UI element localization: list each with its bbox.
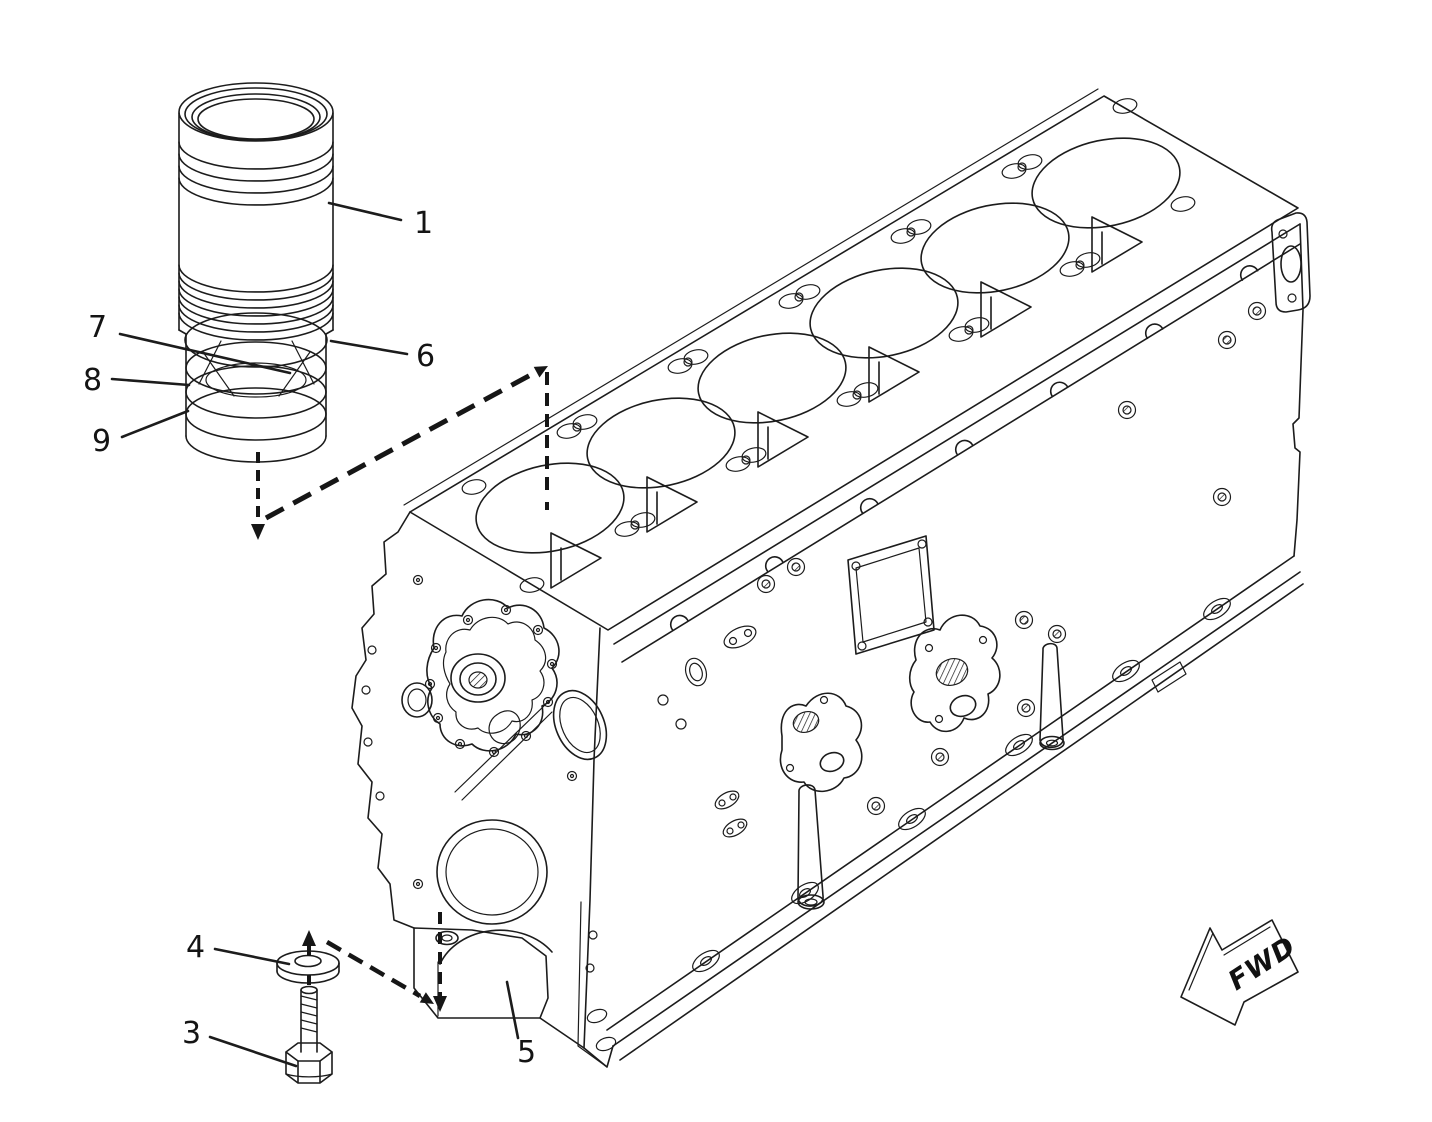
block-front-face [351, 511, 617, 1068]
leader-lines [110, 201, 520, 1068]
fwd-label: FWD [1223, 931, 1302, 997]
engine-block [351, 88, 1311, 1068]
gear-cover-plate [426, 598, 560, 752]
leader-line-5 [505, 980, 520, 1040]
rail-pads [692, 597, 1231, 973]
callout-3-label: 3 [182, 1016, 201, 1051]
crank-nose-opening [436, 819, 553, 965]
block-side-wall [606, 212, 1311, 1061]
callout-labels: 1 6 7 8 9 3 4 5 [83, 206, 536, 1070]
cylinder-bores [475, 137, 1181, 554]
right-end-lug [1270, 212, 1311, 313]
cover-opening [847, 535, 935, 655]
wall-bosses [756, 301, 1267, 816]
bracket-plate-left [779, 692, 863, 793]
fwd-direction-arrow: FWD [1180, 919, 1302, 1026]
callout-7-label: 7 [88, 310, 107, 345]
assembly-path-bolt [302, 912, 447, 1012]
leader-line-9 [120, 409, 190, 439]
deck-gussets [550, 216, 1143, 589]
leader-line-7 [118, 332, 292, 375]
bottom-rail [606, 555, 1304, 1061]
block-top-deck [403, 88, 1301, 663]
leader-line-3 [208, 1035, 298, 1068]
scallop-notches [669, 265, 1259, 631]
wall-lugs [657, 625, 757, 838]
assembly-path-liner [251, 366, 549, 540]
bracket-plate-right [908, 614, 1001, 733]
deck-bolt-holes [461, 98, 1196, 593]
callout-8-label: 8 [83, 363, 102, 398]
leader-line-4 [213, 947, 291, 966]
callout-6-label: 6 [416, 339, 435, 374]
callout-5-label: 5 [517, 1035, 536, 1070]
tapered-dowel-right [1039, 642, 1065, 751]
front-face-bolt-holes [361, 574, 578, 890]
cylinder-liner [178, 82, 334, 463]
leader-line-8 [110, 377, 191, 387]
leader-line-1 [327, 201, 403, 222]
callout-9-label: 9 [92, 424, 111, 459]
mounting-bolt [285, 985, 333, 1084]
callout-1-label: 1 [414, 206, 433, 241]
leader-line-6 [329, 339, 409, 356]
callout-4-label: 4 [186, 930, 205, 965]
